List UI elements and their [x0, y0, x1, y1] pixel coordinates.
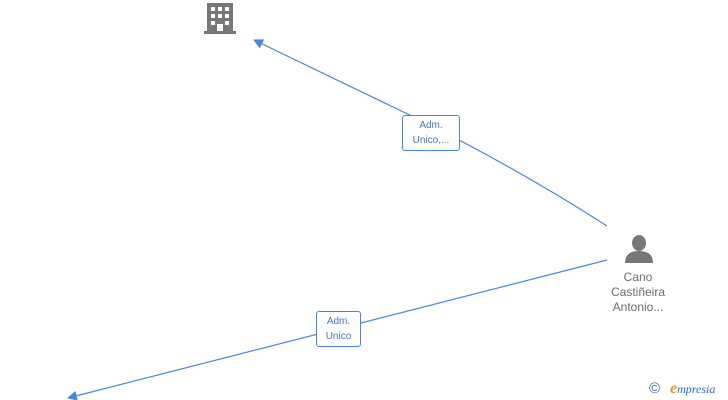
edge-label-line: Unico,... — [412, 135, 450, 146]
copyright-symbol: © — [649, 380, 661, 397]
edge-label-offscreen[interactable]: Adm. Unico — [316, 311, 361, 347]
edge-label-company[interactable]: Adm. Unico,... — [402, 115, 460, 151]
person-icon[interactable] — [625, 235, 653, 263]
edge-label-line: Adm. — [419, 120, 443, 131]
building-icon[interactable] — [204, 3, 236, 34]
edge-label-line: Adm. — [326, 316, 351, 327]
person-name[interactable]: Cano Castiñeira Antonio... — [590, 270, 686, 315]
brand-logo-rest: mpresia — [677, 382, 716, 396]
brand-logo-initial: e — [670, 380, 678, 397]
person-name-line: Cano — [623, 270, 653, 284]
brand-logo[interactable]: empresia — [670, 380, 715, 398]
person-name-line: Antonio... — [612, 300, 664, 314]
person-name-line: Castiñeira — [610, 285, 666, 299]
edge-label-line: Unico — [325, 331, 352, 342]
